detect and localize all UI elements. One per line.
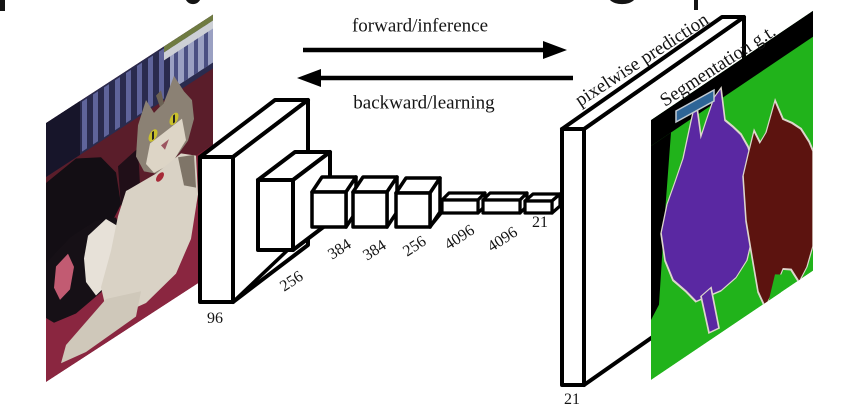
conv-box-384b [351, 175, 399, 229]
cropped-caption-fragments [0, 0, 698, 11]
fc-box-4096a [440, 191, 487, 215]
photo-wall-band [46, 14, 213, 177]
fc-box-4096b [481, 191, 529, 215]
prediction-channels-label: 21 [564, 391, 580, 408]
photo-cat-collar [156, 172, 164, 182]
photo-dog-tongue [54, 253, 74, 300]
conv-box-256b [394, 176, 442, 229]
input-photo [46, 14, 213, 382]
channels-label-21: 21 [532, 214, 548, 231]
photo-dog [46, 157, 121, 270]
seg-object-blue-patch [675, 88, 715, 124]
forward-arrow [303, 41, 567, 59]
backward-arrow [297, 69, 573, 87]
seg-cat-silhouette [660, 86, 758, 303]
seg-cat-leg [700, 286, 720, 334]
seg-dog-silhouette [742, 98, 813, 309]
channels-label-96: 96 [207, 310, 223, 327]
photo-cat-legs [61, 291, 141, 364]
forward-label: forward/inference [351, 15, 489, 37]
seg-black-left-band [651, 132, 671, 320]
photo-cat-body [101, 153, 198, 315]
backward-label: backward/learning [353, 92, 495, 114]
conv-box-384a [310, 175, 358, 229]
score-box-21 [523, 192, 562, 215]
